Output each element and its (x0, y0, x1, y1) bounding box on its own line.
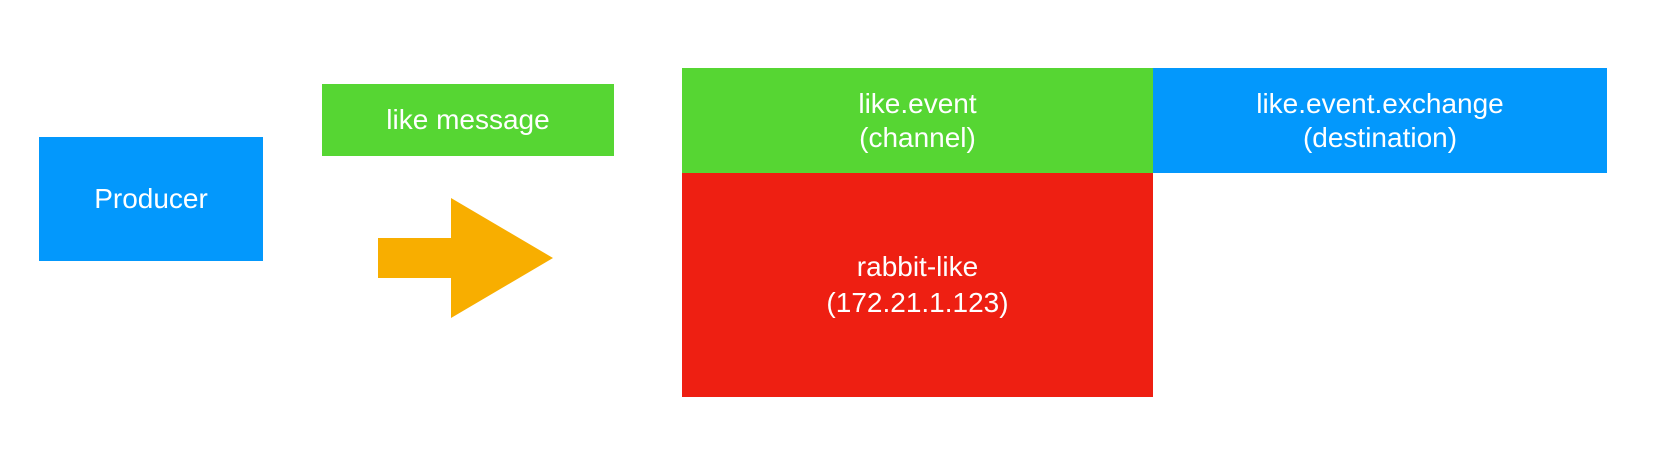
destination-box: like.event.exchange (destination) (1153, 68, 1607, 173)
message-box: like message (322, 84, 614, 156)
producer-label: Producer (94, 183, 208, 214)
arrow-right-icon (378, 198, 553, 318)
message-label: like message (386, 104, 550, 135)
channel-type: (channel) (859, 121, 976, 153)
channel-box: like.event (channel) (682, 68, 1153, 173)
server-box: rabbit-like (172.21.1.123) (682, 173, 1153, 397)
server-name: rabbit-like (856, 251, 979, 282)
channel-name: like.event (858, 87, 977, 119)
producer-box: Producer (39, 137, 263, 261)
server-address: (172.21.1.123) (826, 287, 1009, 318)
destination-type: (destination) (1302, 121, 1458, 153)
arrow-shape (378, 198, 553, 318)
destination-name: like.event.exchange (1256, 87, 1504, 119)
